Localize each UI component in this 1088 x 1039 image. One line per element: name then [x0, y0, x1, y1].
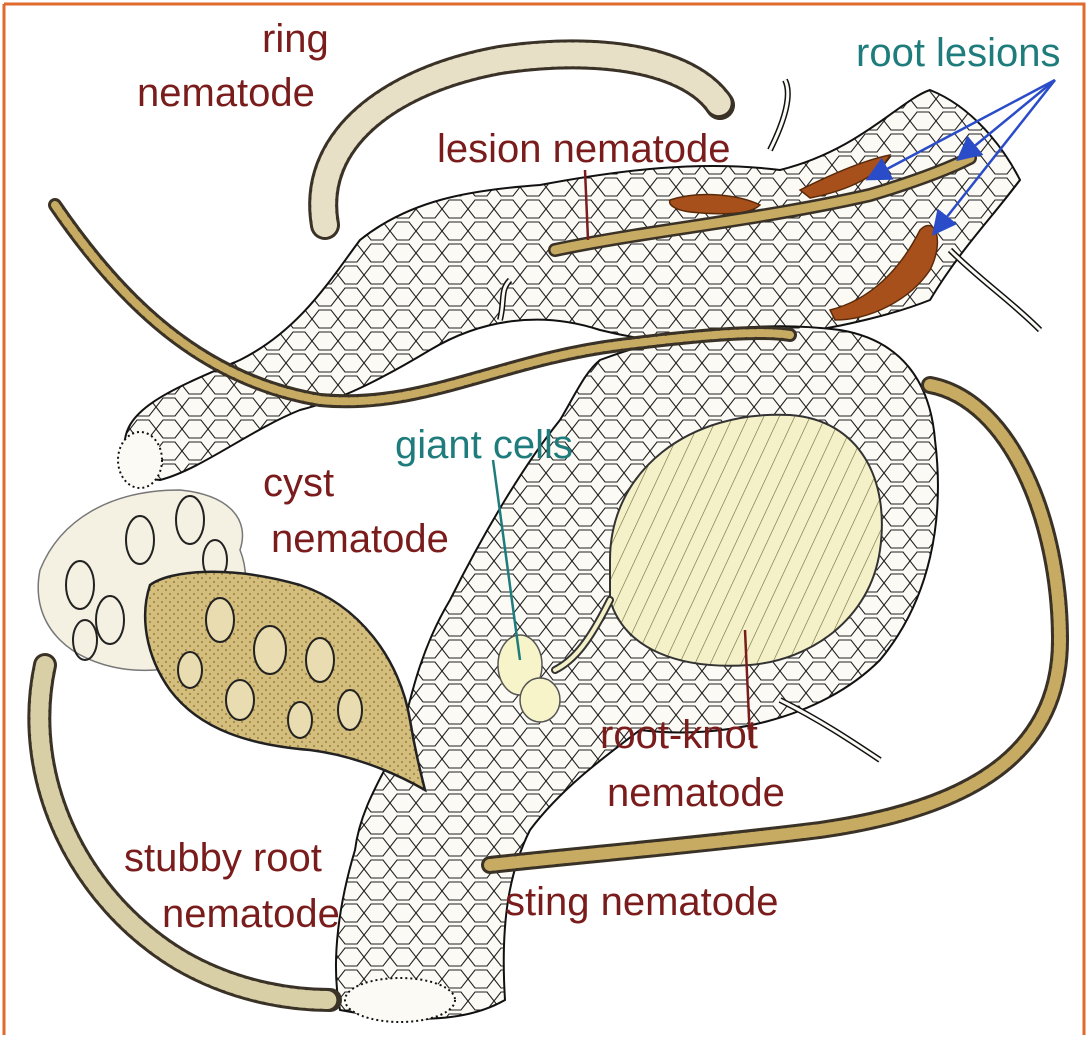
- cyst-nematode-label-line1: cyst: [263, 461, 334, 505]
- lesion-nematode-label: lesion nematode: [437, 127, 731, 171]
- stubby-root-nematode-label-line2: nematode: [162, 892, 340, 936]
- root-lesions-label: root lesions: [856, 31, 1061, 75]
- rootlet-branch-right-inner: [950, 250, 1040, 330]
- cyst-egg: [178, 652, 202, 688]
- root-tip-left: [118, 432, 162, 488]
- cyst-egg: [306, 638, 334, 682]
- ring-nematode-label-line1: ring: [262, 17, 329, 61]
- cyst-egg: [254, 626, 286, 674]
- cyst-egg: [226, 680, 254, 720]
- root-knot-nematode-label-line2: nematode: [607, 771, 785, 815]
- root-knot-nematode-label-line1: root-knot: [600, 713, 758, 757]
- root-tip-lower: [345, 978, 455, 1022]
- giant-cell: [520, 678, 560, 722]
- stubby-root-nematode-label-line1: stubby root: [124, 836, 322, 880]
- ring-nematode-label-line2: nematode: [137, 71, 315, 115]
- cyst-nematode-label-line2: nematode: [271, 517, 449, 561]
- cyst-egg: [288, 702, 312, 738]
- cyst-egg: [206, 598, 234, 642]
- cyst-egg: [338, 690, 362, 730]
- sting-nematode-label: sting nematode: [505, 880, 779, 924]
- giant-cells-label: giant cells: [395, 423, 573, 467]
